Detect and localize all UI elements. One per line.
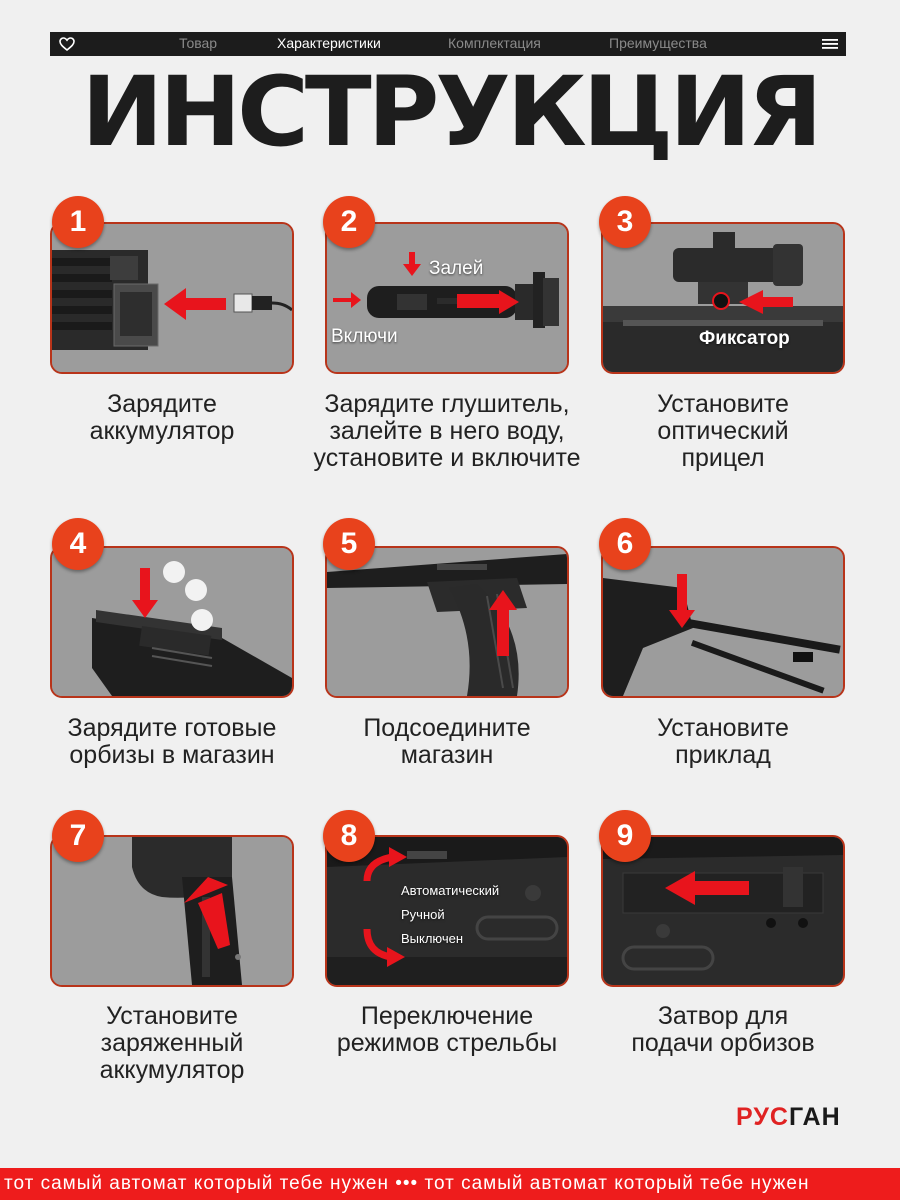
page-title: ИНСТРУКЦИЯ [81, 56, 822, 168]
step-5-badge: 5 [323, 518, 375, 570]
mode-manual-label: Ручной [401, 907, 445, 922]
lock-label: Фиксатор [699, 328, 790, 349]
fire-mode-selector-illustration [327, 837, 567, 985]
ticker-text: тот самый автомат который тебе нужен •••… [4, 1173, 810, 1194]
step-1-badge: 1 [52, 196, 104, 248]
step-8-badge: 8 [323, 810, 375, 862]
magazine-loading-illustration [52, 548, 292, 696]
brand-logo: РУСГАН [736, 1103, 841, 1132]
brand-part-1: РУС [736, 1103, 789, 1131]
step-7-badge: 7 [52, 810, 104, 862]
step-2-badge: 2 [323, 196, 375, 248]
step-9-image [601, 835, 845, 987]
fill-label: Залей [429, 258, 484, 279]
tab-advantages[interactable]: Преимущества [609, 35, 707, 51]
step-1-image [50, 222, 294, 374]
step-2-image: Залей Включи [325, 222, 569, 374]
menu-icon[interactable] [822, 37, 838, 51]
heart-icon[interactable] [59, 37, 75, 51]
step-4-badge: 4 [52, 518, 104, 570]
mode-auto-label: Автоматический [401, 883, 500, 898]
tab-specs[interactable]: Характеристики [277, 35, 381, 51]
step-6-badge: 6 [599, 518, 651, 570]
silencer-illustration [327, 224, 567, 372]
step-9-badge: 9 [599, 810, 651, 862]
step-8-image: Автоматический Ручной Выключен [325, 835, 569, 987]
top-nav: Товар Характеристики Комплектация Преиму… [50, 32, 846, 56]
tab-product[interactable]: Товар [179, 35, 218, 51]
step-7-image [50, 835, 294, 987]
tab-package[interactable]: Комплектация [448, 35, 541, 51]
switch-on-label: Включи [331, 326, 398, 347]
step-4-image [50, 546, 294, 698]
scope-illustration [603, 224, 843, 372]
brand-part-2: ГАН [788, 1103, 841, 1131]
step-6-image [601, 546, 845, 698]
bolt-illustration [603, 837, 843, 985]
battery-install-illustration [52, 837, 292, 985]
step-3-image: Фиксатор [601, 222, 845, 374]
step-5-image [325, 546, 569, 698]
magazine-attach-illustration [327, 548, 567, 696]
step-2-caption: Зарядите глушитель,залейте в него воду,у… [313, 390, 581, 472]
bottom-ticker: тот самый автомат который тебе нужен •••… [0, 1168, 900, 1200]
stock-illustration [603, 548, 843, 696]
step-3-badge: 3 [599, 196, 651, 248]
battery-charging-illustration [52, 224, 292, 372]
mode-off-label: Выключен [401, 931, 464, 946]
